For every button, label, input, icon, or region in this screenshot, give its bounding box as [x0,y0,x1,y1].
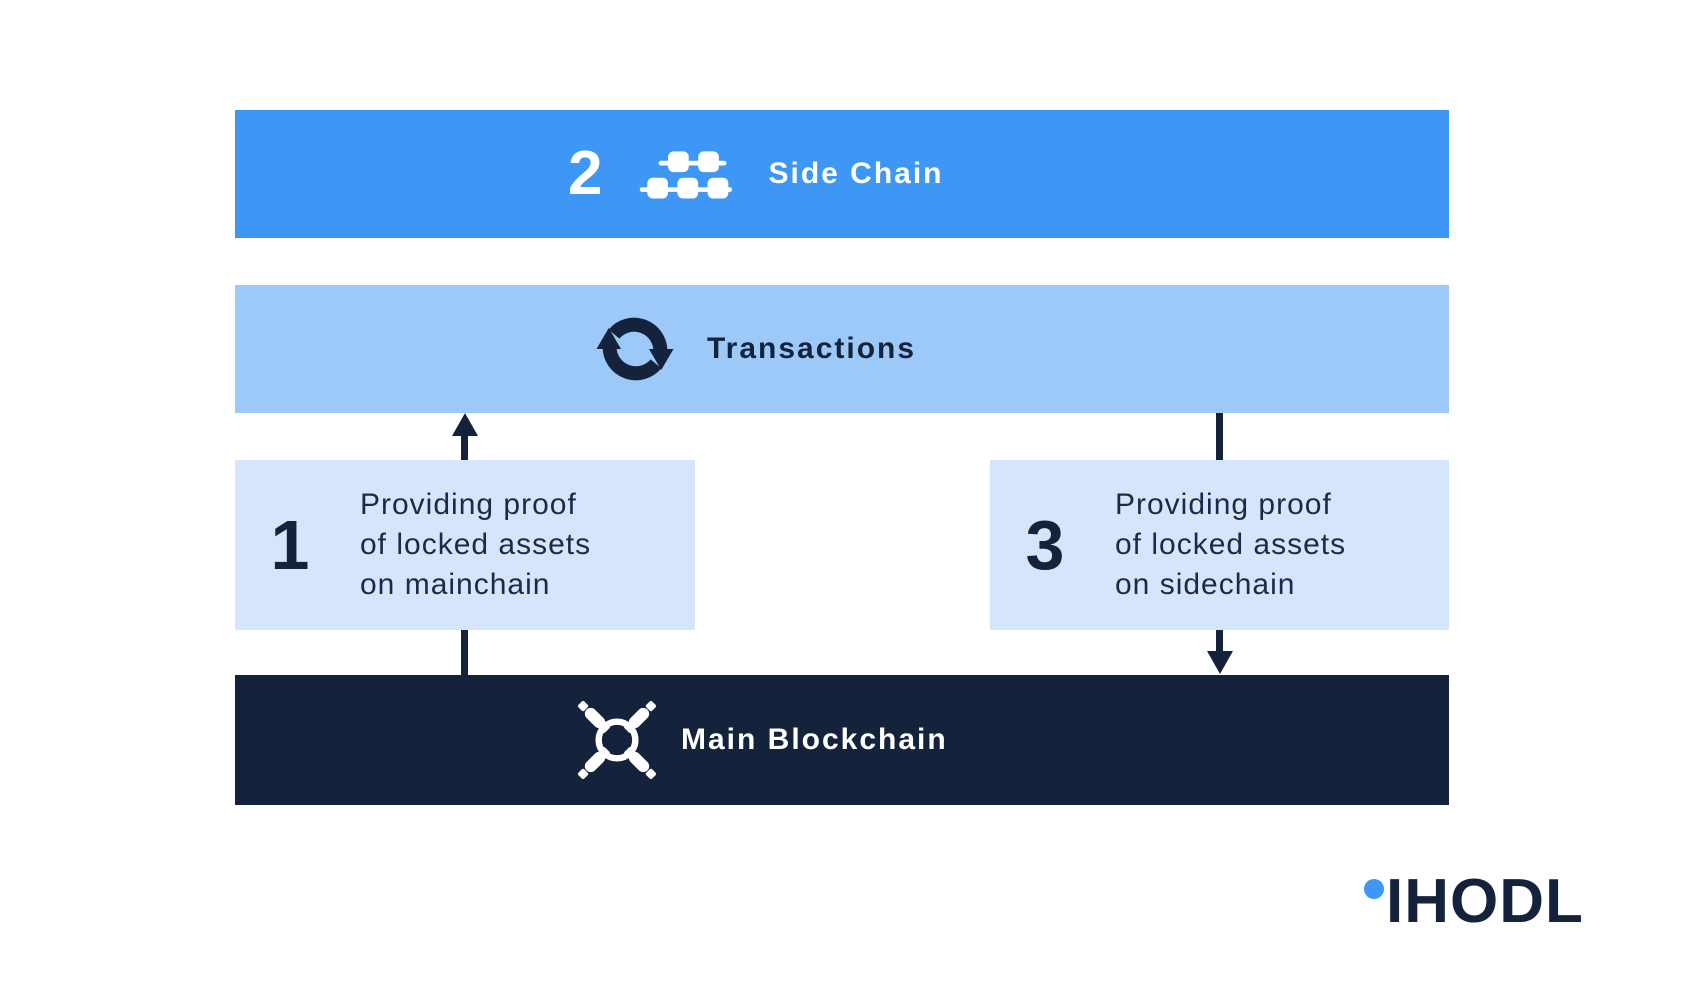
logo-dot-icon [1364,879,1384,899]
logo-wordmark: IHODL [1386,867,1584,936]
connector-line-right-top [1216,413,1223,460]
step-3-line-1: Providing proof [1115,488,1332,521]
transactions-banner-content: Transactions [235,307,916,391]
step-1-box: 1 Providing proof of locked assets on ma… [235,460,695,630]
ihodl-logo: IHODL [1358,867,1584,936]
transactions-label: Transactions [707,332,917,365]
network-nodes-icon [573,696,661,784]
step-3-line-2: of locked assets [1115,528,1347,561]
arrow-down-shaft [1216,630,1223,655]
step-2-number: 2 [568,139,603,208]
step-1-line-1: Providing proof [360,488,577,521]
sync-arrows-icon [593,307,677,391]
step-1-text: Providing proof of locked assets on main… [360,485,591,605]
arrow-up-head [452,413,478,436]
step-3-box: 3 Providing proof of locked assets on si… [990,460,1449,630]
side-chain-label: Side Chain [768,157,944,190]
side-chain-banner: 2 Side Chain [235,110,1449,238]
step-3-line-3: on sidechain [1115,568,1296,601]
arrow-down-head [1207,651,1233,674]
step-1-line-2: of locked assets [360,528,592,561]
step-3-text: Providing proof of locked assets on side… [1115,485,1346,605]
main-blockchain-banner: Main Blockchain [235,675,1449,805]
step-1-number: 1 [270,506,310,584]
step-3-number: 3 [1025,506,1065,584]
arrow-up-shaft [461,430,468,460]
main-blockchain-banner-content: Main Blockchain [235,696,948,784]
main-blockchain-label: Main Blockchain [681,723,948,756]
side-chain-banner-content: 2 Side Chain [235,143,944,205]
connector-line-left-bottom [461,630,468,675]
blockchain-blocks-icon [636,149,734,199]
step-1-line-3: on mainchain [360,568,551,601]
transactions-banner: Transactions [235,285,1449,413]
